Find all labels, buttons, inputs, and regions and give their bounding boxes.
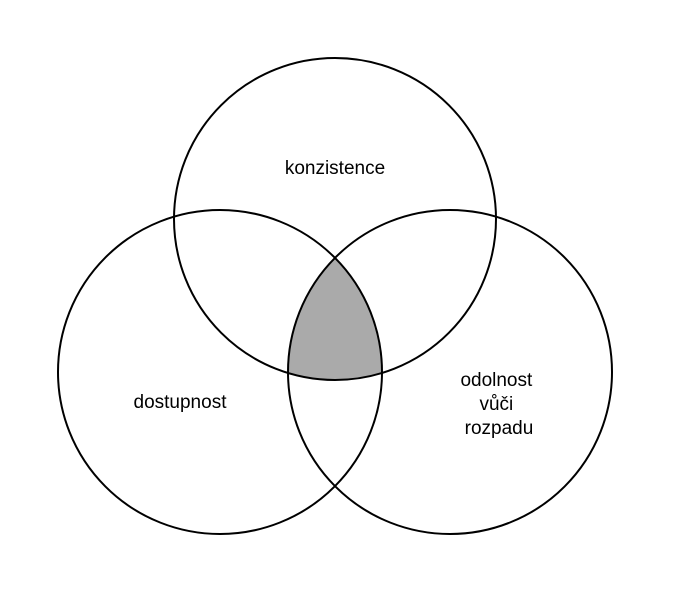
circle-konzistence [173, 57, 497, 381]
label-line-odolnost: odolnost [460, 370, 533, 391]
circle-odolnost-vuci-rozpadu [287, 209, 613, 535]
label-line-vuci: vůči [479, 394, 513, 415]
label-konzistence: konzistence [285, 158, 385, 179]
label-odolnost-vuci-rozpadu: odolnost vůči rozpadu [460, 370, 537, 439]
circle-dostupnost [57, 209, 383, 535]
label-dostupnost: dostupnost [134, 392, 228, 413]
label-line-rozpadu: rozpadu [465, 418, 534, 439]
